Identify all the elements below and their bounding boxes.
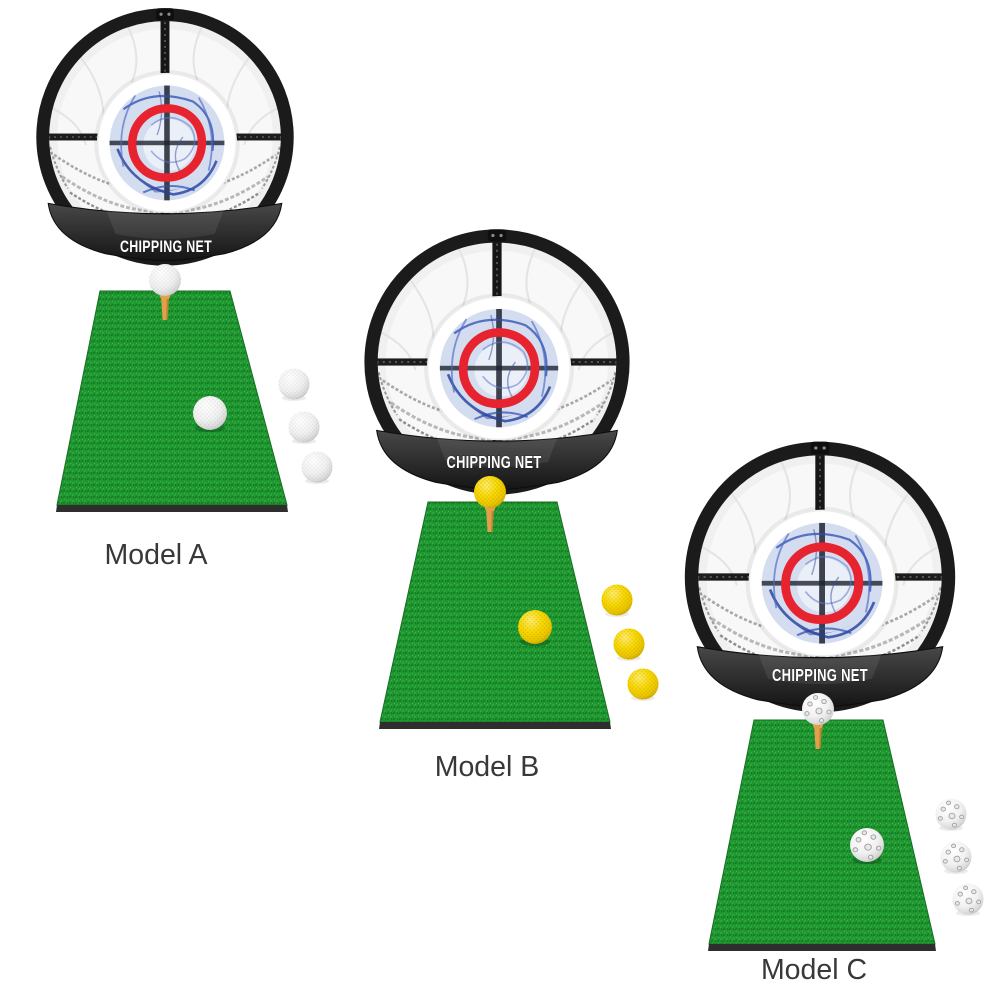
model-label: Model C bbox=[761, 954, 867, 986]
model-a-section: CHIPPING NET Model A bbox=[37, 8, 333, 571]
model-b-section: CHIPPING NET Model B bbox=[365, 229, 659, 783]
golf-ball bbox=[301, 451, 333, 483]
model-c-section: CHIPPING NET Model C bbox=[686, 442, 984, 986]
teed-golf-ball bbox=[149, 264, 181, 296]
golf-ball bbox=[940, 841, 972, 873]
teed-golf-ball bbox=[801, 692, 835, 726]
golf-ball bbox=[278, 368, 310, 400]
chipping-net-label: CHIPPING NET bbox=[772, 665, 868, 685]
mat-underside bbox=[708, 944, 936, 951]
loose-golf-balls bbox=[601, 584, 659, 701]
loose-golf-balls bbox=[935, 798, 984, 916]
golf-ball bbox=[627, 668, 659, 700]
mat-golf-ball bbox=[849, 827, 885, 863]
teed-golf-ball bbox=[474, 476, 506, 508]
mat-underside bbox=[56, 505, 288, 512]
chipping-net-label: CHIPPING NET bbox=[120, 237, 212, 256]
golf-ball bbox=[288, 411, 320, 443]
model-label: Model B bbox=[435, 751, 540, 783]
golf-ball bbox=[935, 798, 967, 830]
golf-ball bbox=[952, 883, 984, 915]
mat-golf-ball bbox=[193, 396, 227, 430]
model-label: Model A bbox=[105, 539, 208, 571]
mat-golf-ball bbox=[518, 610, 552, 644]
chipping-net bbox=[37, 8, 292, 264]
golf-ball bbox=[613, 628, 645, 660]
loose-golf-balls bbox=[278, 368, 333, 484]
mat-underside bbox=[379, 722, 611, 729]
golf-ball bbox=[601, 584, 633, 616]
chipping-net-label: CHIPPING NET bbox=[447, 452, 542, 472]
